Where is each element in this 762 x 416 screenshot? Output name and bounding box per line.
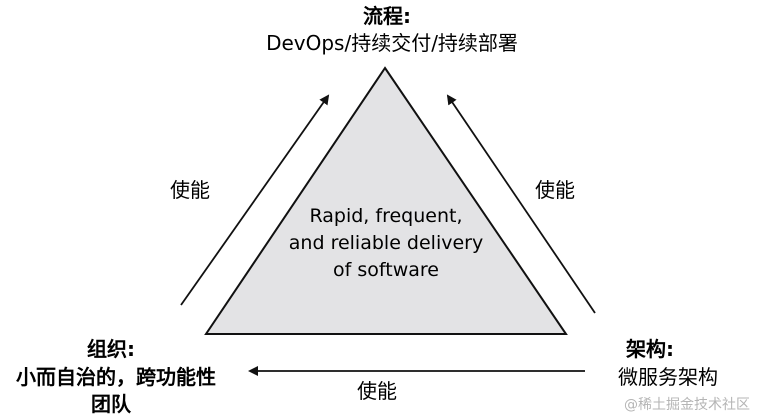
left-enable-arrow [180, 94, 330, 306]
right-enable-label: 使能 [535, 178, 575, 202]
center-text-line-2: and reliable delivery [289, 232, 483, 254]
left-node-title: 组织: [87, 337, 135, 361]
right-enable-arrow [446, 94, 596, 314]
watermark-text: @稀土掘金技术社区 [624, 397, 750, 413]
top-node-title: 流程: [363, 4, 411, 28]
left-node-line-2: 团队 [91, 392, 132, 416]
right-node-subtitle: 微服务架构 [618, 365, 718, 389]
delivery-triangle [204, 66, 568, 335]
center-text-line-1: Rapid, frequent, [309, 205, 462, 227]
left-enable-label: 使能 [170, 178, 210, 202]
right-node-title: 架构: [626, 337, 674, 361]
top-node-subtitle: DevOps/持续交付/持续部署 [266, 31, 518, 55]
center-text-line-3: of software [333, 259, 439, 281]
left-node-line-1: 小而自治的，跨功能性 [16, 365, 216, 389]
bottom-enable-label: 使能 [357, 379, 397, 403]
